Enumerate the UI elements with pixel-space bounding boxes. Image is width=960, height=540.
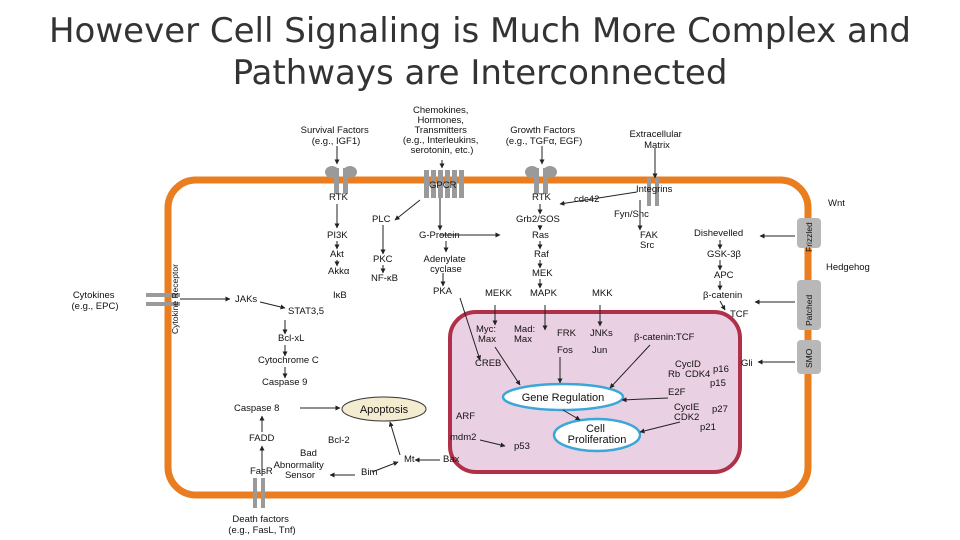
node-pkc: PKC [373,254,393,265]
node-pka: PKA [433,286,453,297]
wnt-label: Wnt [828,198,845,209]
node-frk: FRK [557,328,577,339]
node-gsk: GSK-3β [707,249,742,260]
node-cdk2: CDK2 [674,412,699,423]
node-tcf: TCF [730,309,749,320]
apoptosis-label: Apoptosis [360,404,409,416]
cytokine-receptor-icon [146,293,180,306]
fasr-receptor-icon [253,478,265,508]
title-line-1: However Cell Signaling is Much More Comp… [48,11,911,51]
rtk2-receptor-icon [525,166,557,194]
node-bclxl: Bcl-xL [278,333,304,344]
cell-proliferation-label: Cell Proliferation [568,423,627,446]
node-casp9: Caspase 9 [262,377,307,388]
frizzled-receptor-icon [797,218,821,248]
node-src: Src [640,240,655,251]
gpcr-receptor-icon [424,170,464,198]
integrins-receptor-icon [647,178,659,206]
node-p21: p21 [700,422,716,433]
node-grb2: Grb2/SOS [516,214,560,225]
node-max: Max Max [478,334,532,345]
gpcr-label: GPCR [429,180,457,191]
node-cytc: Cytochrome C [258,355,319,366]
smo-receptor-icon [797,340,821,374]
node-casp8: Caspase 8 [234,403,279,414]
growth-factors-label: Growth Factors (e.g., TGFα, EGF) [506,125,583,147]
frizzled-label: Frizzled [804,222,814,252]
node-fyn-shc: Fyn/Shc [614,209,649,220]
apoptosis-oval [341,396,427,422]
node-mdm2: mdm2 [450,432,476,443]
node-ikb: IκB [333,290,347,301]
node-jun: Jun [592,345,607,356]
node-creb: CREB [475,358,501,369]
node-p16: p16 [713,364,729,375]
node-rb: Rb [668,369,680,380]
node-ras: Ras [532,230,549,241]
node-cyce: CycIE [674,402,699,413]
node-apc: APC [714,270,734,281]
node-stat: STAT3,5 [288,306,324,317]
node-bcat: β-catenin [703,290,742,301]
gene-regulation-label: Gene Regulation [522,392,605,404]
node-bcat-tcf: β-catenin:TCF [634,332,695,343]
node-raf: Raf [534,249,549,260]
node-abnormality: Abnormality Sensor [274,460,327,481]
patched-label: Patched [804,295,814,326]
rtk1-receptor-icon [325,166,357,194]
fasr-label: FasR [250,466,273,477]
node-arf: ARF [456,411,475,422]
survival-factors-label: Survival Factors (e.g., IGF1) [301,125,372,147]
node-fak: FAK [640,230,659,241]
node-nfkb: NF-κB [371,273,398,284]
node-dishevelled: Dishevelled [694,228,743,239]
patched-receptor-icon [797,280,821,330]
node-myc-mad: Myc: Mad: [476,324,535,335]
node-gprotein: G-Protein [419,230,460,241]
hedgehog-label: Hedgehog [826,262,870,273]
node-mekk: MEKK [485,288,513,299]
rtk1-label: RTK [329,192,348,203]
chemokines-label: Chemokines, Hormones, Transmitters (e.g.… [403,105,481,156]
smo-label: SMO [804,348,814,368]
node-jnks: JNKs [590,328,613,339]
node-plc: PLC [372,214,391,225]
node-bcl2: Bcl-2 [328,435,350,446]
rtk2-label: RTK [532,192,551,203]
node-mek: MEK [532,268,553,279]
node-mapk: MAPK [530,288,558,299]
node-e2f: E2F [668,387,686,398]
node-pi3k: PI3K [327,230,348,241]
node-akt: Akt [330,249,344,260]
node-bim: Bim [361,467,377,478]
node-mt: Mt [404,454,415,465]
node-akka: Akkα [328,266,350,277]
node-p27: p27 [712,404,728,415]
cytokine-receptor-label: Cytokine Receptor [170,264,180,334]
extracellular-matrix-label: Extracellular Matrix [630,129,685,151]
node-gli: Gli [741,358,753,369]
node-p53: p53 [514,441,530,452]
integrins-label: Integrins [636,184,673,195]
node-p15: p15 [710,378,726,389]
node-jaks: JAKs [235,294,257,305]
node-mkk: MKK [592,288,613,299]
node-adenylate: Adenylate cyclase [424,254,469,275]
node-cdk4: CDK4 [685,369,710,380]
title-line-2: Pathways are Interconnected [232,53,728,93]
slide-title: However Cell Signaling is Much More Comp… [0,10,960,94]
cell-proliferation-oval [552,417,642,453]
node-fos: Fos [557,345,573,356]
node-fadd: FADD [249,433,274,444]
pathway-arrows [180,146,795,478]
cytokines-label: Cytokines (e.g., EPC) [72,290,119,312]
death-factors-label: Death factors (e.g., FasL, Tnf) [228,514,295,536]
node-bad: Bad [300,448,317,459]
node-cycd: CycID [675,359,701,370]
node-bax: Bax [443,454,460,465]
